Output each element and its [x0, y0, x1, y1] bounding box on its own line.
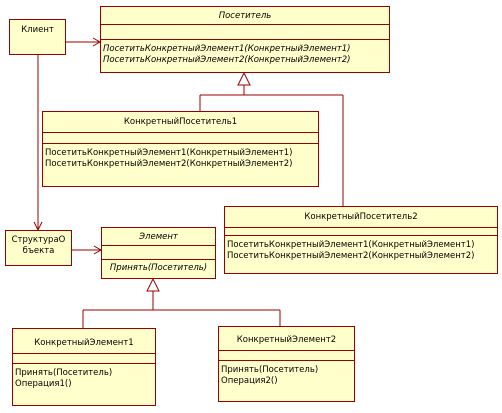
visitor-operation: ПосетитьКонкретныйЭлемент1(КонкретныйЭле… — [103, 44, 351, 54]
concrete-visitor1-operation: ПосетитьКонкретныйЭлемент1(КонкретныйЭле… — [45, 148, 293, 158]
element-attributes — [102, 245, 215, 259]
object-structure-name-line1: СтруктураО — [11, 235, 66, 245]
visitor-class[interactable]: Посетитель ПосетитьКонкретныйЭлемент1(Ко… — [100, 6, 390, 73]
concrete-visitor1-class[interactable]: КонкретныйПосетитель1 ПосетитьКонкретный… — [42, 111, 319, 187]
concrete-visitor2-class[interactable]: КонкретныйПосетитель2 ПосетитьКонкретный… — [224, 206, 498, 274]
element-class-name: Элемент — [139, 232, 178, 242]
element-operations: Принять(Посетитель) — [102, 259, 215, 274]
concrete-element1-operation: Принять(Посетитель) — [15, 368, 113, 378]
element-operation: Принять(Посетитель) — [109, 263, 208, 273]
visitor-operation: ПосетитьКонкретныйЭлемент2(КонкретныйЭле… — [103, 55, 351, 65]
element-class[interactable]: Элемент Принять(Посетитель) — [101, 227, 216, 279]
client-class-name: Клиент — [21, 25, 54, 35]
concrete-visitor2-operation: ПосетитьКонкретныйЭлемент1(КонкретныйЭле… — [227, 240, 475, 250]
object-structure-name: СтруктураО бъекта — [6, 231, 71, 257]
visitor-attributes — [101, 24, 389, 39]
concrete-visitor2-name: КонкретныйПосетитель2 — [304, 212, 418, 222]
client-class[interactable]: Клиент — [9, 19, 66, 55]
concrete-element2-operations: Принять(Посетитель) Операция2() — [219, 360, 354, 387]
object-structure-name-line2: бъекта — [22, 246, 55, 256]
concrete-element2-attributes — [219, 350, 354, 360]
object-structure-class[interactable]: СтруктураО бъекта — [5, 230, 72, 266]
concrete-visitor1-attributes — [43, 132, 318, 143]
concrete-visitor2-attributes — [225, 227, 497, 235]
concrete-element2-name: КонкретныйЭлемент2 — [236, 335, 337, 345]
concrete-element2-class[interactable]: КонкретныйЭлемент2 Принять(Посетитель) О… — [218, 326, 355, 402]
concrete-visitor1-operation: ПосетитьКонкретныйЭлемент2(КонкретныйЭле… — [45, 159, 293, 169]
concrete-visitor1-operations: ПосетитьКонкретныйЭлемент1(КонкретныйЭле… — [43, 143, 318, 170]
concrete-element2-operation: Операция2() — [221, 376, 278, 386]
element-generalization-arrowhead — [146, 277, 160, 292]
visitor-class-name: Посетитель — [218, 11, 272, 21]
concrete-element1-class[interactable]: КонкретныйЭлемент1 Принять(Посетитель) О… — [12, 328, 156, 406]
concrete-element1-attributes — [13, 353, 155, 363]
concrete-visitor2-operations: ПосетитьКонкретныйЭлемент1(КонкретныйЭле… — [225, 235, 497, 262]
visitor-generalization-arrowhead — [237, 71, 251, 86]
concrete-element2-operation: Принять(Посетитель) — [221, 365, 319, 375]
visitor-operations: ПосетитьКонкретныйЭлемент1(КонкретныйЭле… — [101, 39, 389, 66]
concrete-element1-operations: Принять(Посетитель) Операция1() — [13, 363, 155, 390]
concrete-visitor2-operation: ПосетитьКонкретныйЭлемент2(КонкретныйЭле… — [227, 251, 475, 261]
concrete-element1-name: КонкретныйЭлемент1 — [34, 338, 134, 348]
concrete-visitor1-name: КонкретныйПосетитель1 — [123, 117, 238, 127]
concrete-element1-operation: Операция1() — [15, 379, 72, 389]
